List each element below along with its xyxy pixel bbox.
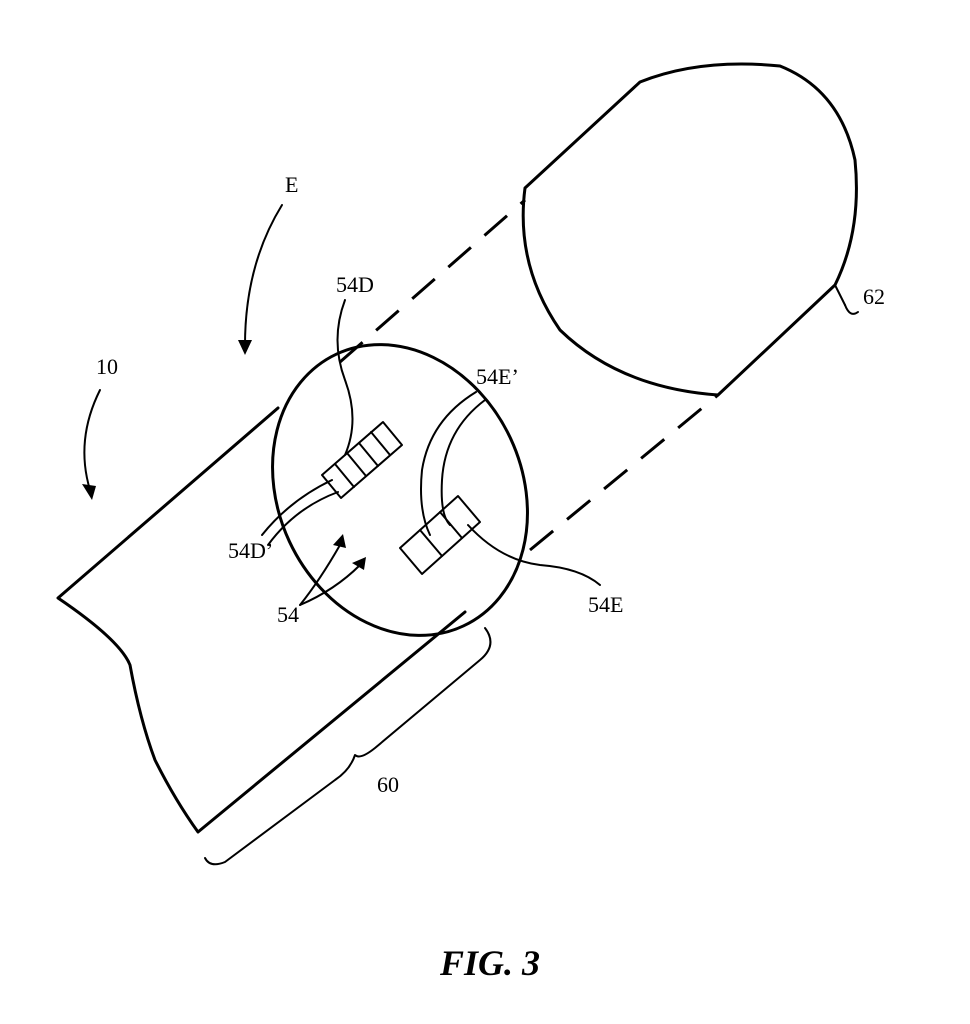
label-54d: 54D <box>336 272 374 297</box>
label-60: 60 <box>377 772 399 797</box>
body-outline <box>56 406 467 834</box>
leader-54e-prime-1 <box>420 391 477 536</box>
label-54e: 54E <box>588 592 623 617</box>
end-ellipse <box>271 343 529 637</box>
figure-caption: FIG. 3 <box>439 943 540 983</box>
cap-outline <box>521 62 858 397</box>
arrow-e <box>238 204 283 355</box>
arrow-54 <box>299 534 366 606</box>
leader-54d-prime-1 <box>261 479 333 536</box>
leader-62 <box>844 304 859 315</box>
leader-54d-prime-2 <box>267 491 339 546</box>
electrode-54e <box>399 495 481 575</box>
label-62: 62 <box>863 284 885 309</box>
leader-54e <box>467 524 601 586</box>
electrode-54d <box>321 421 403 499</box>
bracket-60 <box>204 627 492 866</box>
leader-54e-prime-2 <box>440 399 486 526</box>
leader-54d <box>336 299 354 456</box>
label-54: 54 <box>277 602 299 627</box>
cap-tick <box>834 284 846 306</box>
label-54d-prime: 54D’ <box>228 538 273 563</box>
label-54e-prime: 54E’ <box>476 364 519 389</box>
label-e: E <box>285 172 298 197</box>
label-10: 10 <box>96 354 118 379</box>
arrow-10 <box>82 389 101 500</box>
dashed-projection-upper <box>339 198 526 364</box>
dashed-projection-lower <box>529 393 719 552</box>
